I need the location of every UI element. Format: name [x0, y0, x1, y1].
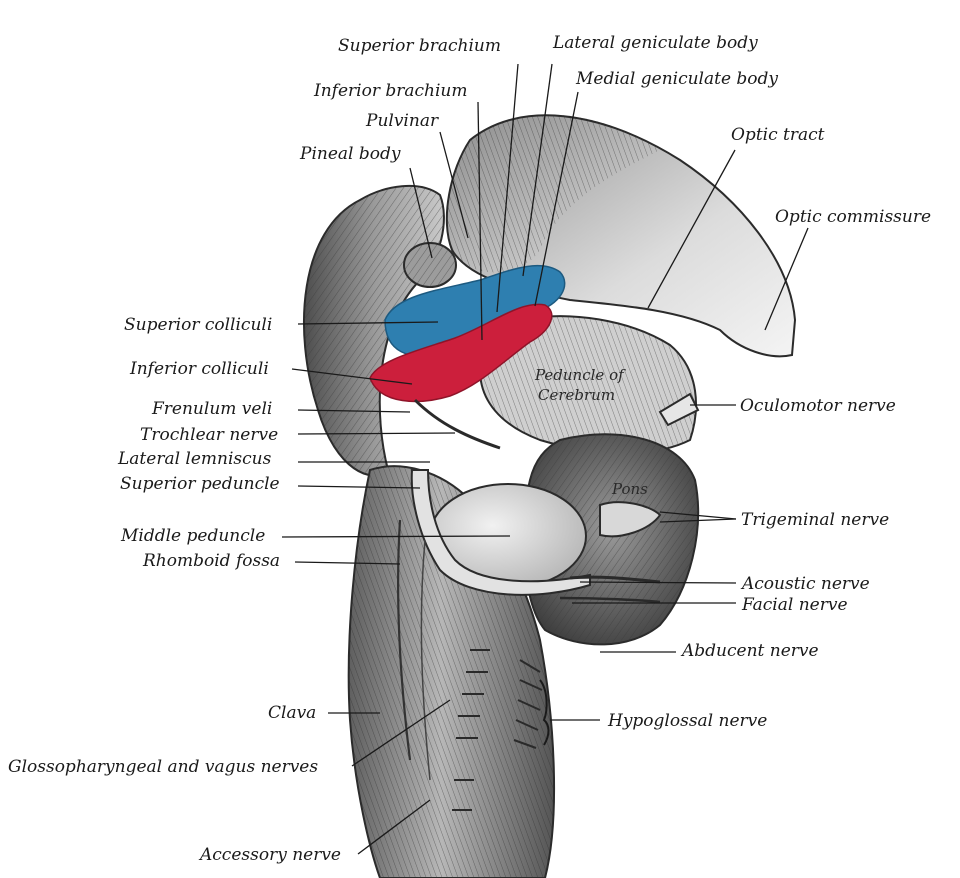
- labels: Superior brachium Lateral geniculate bod…: [8, 33, 931, 865]
- label-clava: Clava: [268, 703, 316, 723]
- label-lateral-geniculate-body: Lateral geniculate body: [552, 33, 758, 53]
- label-hypoglossal-nerve: Hypoglossal nerve: [607, 711, 767, 731]
- facial-nerve-shape: [559, 596, 661, 604]
- label-glossopharyngeal-vagus: Glossopharyngeal and vagus nerves: [8, 757, 318, 777]
- label-acoustic-nerve: Acoustic nerve: [740, 574, 870, 594]
- label-accessory-nerve: Accessory nerve: [198, 845, 341, 865]
- vagus-rootlets: [452, 649, 490, 811]
- oculomotor-nerve-shape: [658, 392, 700, 427]
- label-rhomboid-fossa: Rhomboid fossa: [142, 551, 280, 571]
- label-superior-colliculi: Superior colliculi: [124, 315, 272, 335]
- superior-peduncle-shape: [410, 469, 591, 596]
- label-inferior-brachium: Inferior brachium: [313, 81, 467, 101]
- hypoglossal-bracket: [539, 679, 550, 746]
- label-pulvinar: Pulvinar: [365, 111, 439, 131]
- label-optic-tract: Optic tract: [731, 125, 825, 145]
- leader-lines: [281, 63, 809, 855]
- label-frenulum-veli: Frenulum veli: [151, 399, 272, 419]
- label-peduncle-line1: Peduncle of: [534, 366, 626, 384]
- anatomy-drawing: [303, 114, 797, 878]
- label-superior-peduncle: Superior peduncle: [120, 474, 280, 494]
- label-abducent-nerve: Abducent nerve: [680, 641, 819, 661]
- label-facial-nerve: Facial nerve: [741, 595, 848, 615]
- label-middle-peduncle: Middle peduncle: [120, 526, 265, 546]
- label-lateral-lemniscus: Lateral lemniscus: [117, 449, 272, 469]
- label-pons: Pons: [611, 480, 648, 498]
- hypoglossal-rootlets: [513, 659, 543, 749]
- label-optic-commissure: Optic commissure: [775, 207, 931, 227]
- label-trochlear-nerve: Trochlear nerve: [140, 425, 278, 445]
- label-oculomotor-nerve: Oculomotor nerve: [740, 396, 896, 416]
- label-peduncle-line2: Cerebrum: [538, 386, 615, 404]
- trochlear-nerve-shape: [413, 398, 501, 450]
- acoustic-nerve-shape: [569, 575, 661, 584]
- label-medial-geniculate-body: Medial geniculate body: [575, 69, 778, 89]
- label-superior-brachium: Superior brachium: [338, 36, 501, 56]
- trigeminal-nerve-shape: [599, 501, 662, 538]
- label-pineal-body: Pineal body: [299, 144, 401, 164]
- label-inferior-colliculi: Inferior colliculi: [129, 359, 269, 379]
- label-trigeminal-nerve: Trigeminal nerve: [741, 510, 889, 530]
- inferior-colliculi-shape: [369, 303, 553, 403]
